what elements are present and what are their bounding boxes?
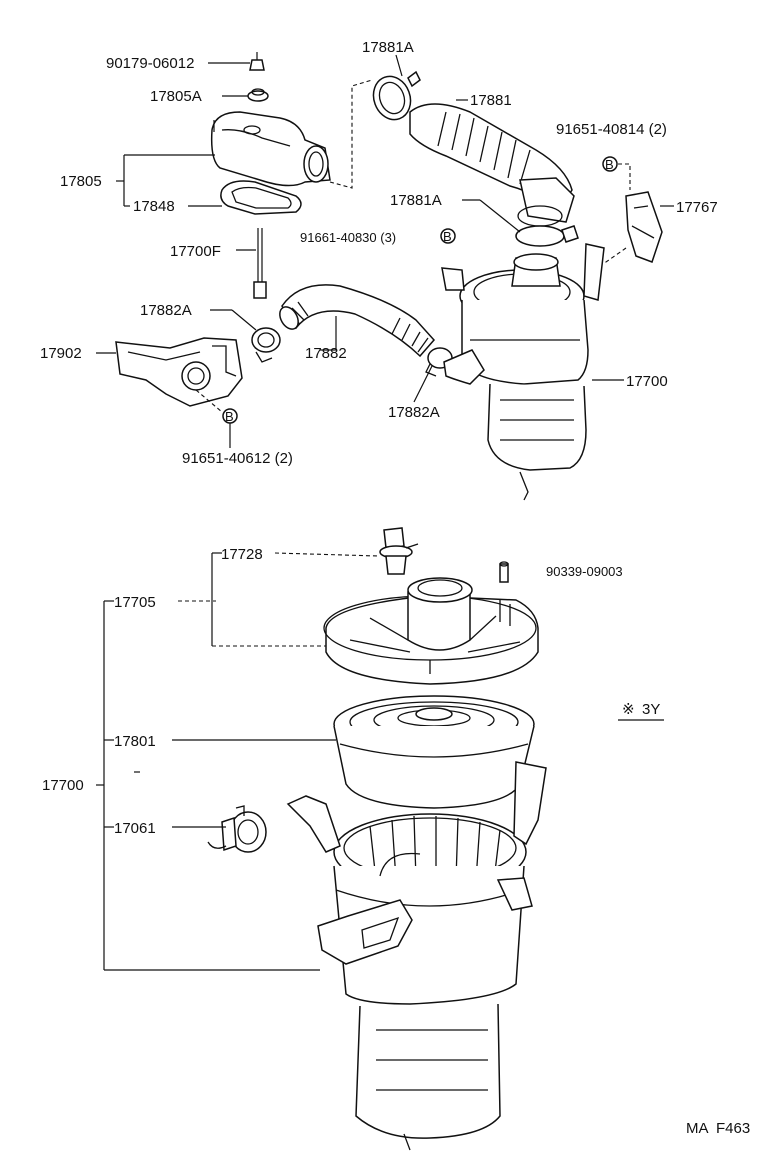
label-17801: 17801 — [114, 733, 156, 750]
bolt-b-letter-40612: B — [225, 409, 234, 424]
filter-element-drawing — [333, 695, 535, 809]
label-17881: 17881 — [470, 92, 512, 109]
hose-clamp-drawing — [251, 327, 281, 363]
label-17728: 17728 — [221, 546, 263, 563]
label-17882A-bottom: 17882A — [388, 404, 440, 421]
asterisk-3Y: ※ — [622, 701, 635, 718]
valve-17728-drawing — [379, 527, 419, 575]
label-17705: 17705 — [114, 594, 156, 611]
cleaner-case-drawing — [286, 761, 547, 1151]
bolt-b-marker-40814 — [602, 156, 618, 172]
label-17881A-mid: 17881A — [390, 192, 442, 209]
label-91651-40612: 91651-40612 (2) — [182, 450, 293, 467]
pin-drawing — [499, 561, 509, 583]
label-90179-06012: 90179-06012 — [106, 55, 194, 72]
label-17902: 17902 — [40, 345, 82, 362]
vacuum-switch-drawing — [207, 805, 267, 853]
label-17882A-top: 17882A — [140, 302, 192, 319]
label-91661-40830: 91661-40830 (3) — [300, 230, 396, 245]
flex-hose-drawing — [279, 284, 436, 358]
label-17882: 17882 — [305, 345, 347, 362]
gasket-drawing — [220, 180, 302, 215]
bolt-b-marker-40830 — [440, 228, 456, 244]
air-hose-drawing — [409, 103, 575, 227]
grommet-drawing — [247, 88, 269, 102]
bracket-17902-drawing — [115, 337, 243, 407]
label-17700-bottom: 17700 — [42, 777, 84, 794]
air-cleaner-small-drawing — [441, 243, 605, 501]
label-17805: 17805 — [60, 173, 102, 190]
hose-clamp-upper-drawing — [372, 70, 421, 121]
footer-code: MA F463 — [686, 1120, 750, 1137]
label-3Y: 3Y — [642, 701, 660, 718]
label-17767: 17767 — [676, 199, 718, 216]
label-17848: 17848 — [133, 198, 175, 215]
bracket-17767-drawing — [625, 191, 663, 263]
label-17061: 17061 — [114, 820, 156, 837]
label-17881A-top: 17881A — [362, 39, 414, 56]
resonator-drawing — [210, 111, 331, 187]
stud-drawing — [253, 228, 267, 299]
cleaner-cover-drawing — [323, 577, 539, 685]
label-17700F: 17700F — [170, 243, 221, 260]
bolt-b-letter-40830: B — [443, 229, 452, 244]
cap-bolt-drawing — [249, 52, 265, 71]
label-91651-40814: 91651-40814 (2) — [556, 121, 667, 138]
label-90339-09003: 90339-09003 — [546, 564, 623, 579]
label-17805A: 17805A — [150, 88, 202, 105]
hose-clamp-mid-drawing — [515, 225, 579, 247]
label-17700-top: 17700 — [626, 373, 668, 390]
bolt-b-letter-40814: B — [605, 157, 614, 172]
